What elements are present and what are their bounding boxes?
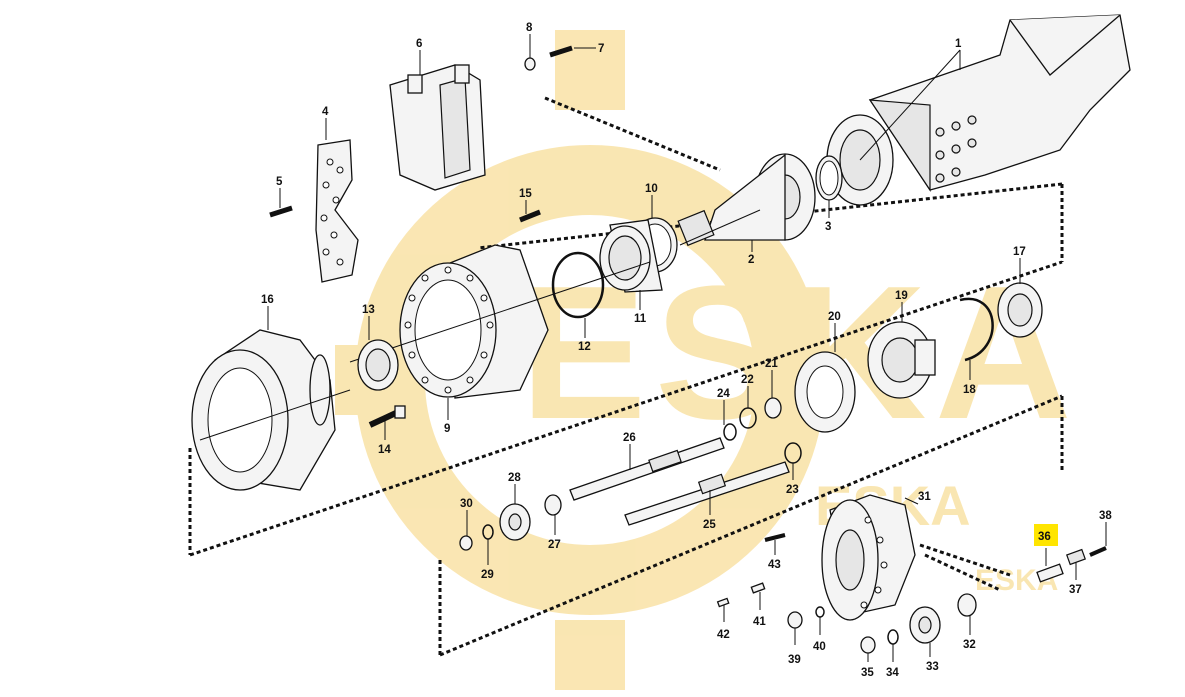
- callout-5[interactable]: 5: [276, 176, 283, 188]
- planet-carrier-cover: [821, 494, 916, 621]
- callout-42[interactable]: 42: [717, 629, 730, 641]
- callout-43[interactable]: 43: [768, 559, 781, 571]
- callout-40[interactable]: 40: [813, 641, 826, 653]
- callout-16[interactable]: 16: [261, 294, 274, 306]
- callout-6[interactable]: 6: [416, 38, 422, 50]
- callout-13[interactable]: 13: [362, 304, 375, 316]
- plug-and-pins: [716, 533, 825, 629]
- thrust-washers: [723, 397, 802, 464]
- callout-35[interactable]: 35: [861, 667, 874, 679]
- callout-33[interactable]: 33: [926, 661, 939, 673]
- callout-19[interactable]: 19: [895, 290, 908, 302]
- brake-caliper: [389, 64, 486, 191]
- callout-10[interactable]: 10: [645, 183, 658, 195]
- planetary-bearing: [997, 282, 1043, 338]
- callout-8[interactable]: 8: [526, 22, 533, 34]
- callout-41[interactable]: 41: [753, 616, 766, 628]
- callout-28[interactable]: 28: [508, 472, 521, 484]
- callout-22[interactable]: 22: [741, 374, 754, 386]
- callout-37[interactable]: 37: [1069, 584, 1082, 596]
- callout-2[interactable]: 2: [748, 254, 754, 266]
- snap-ring: [551, 251, 605, 319]
- callout-3[interactable]: 3: [825, 221, 831, 233]
- spindle: [677, 153, 816, 247]
- bracket-plate: [315, 139, 359, 283]
- callout-25[interactable]: 25: [703, 519, 716, 531]
- callout-34[interactable]: 34: [886, 667, 899, 679]
- callout-29[interactable]: 29: [481, 569, 494, 581]
- callout-1[interactable]: 1: [955, 38, 962, 50]
- callout-20[interactable]: 20: [828, 311, 841, 323]
- planet-gear-set-left: [459, 494, 562, 551]
- bolt: [368, 405, 406, 428]
- callout-group: 1 2 3 4 5 6 7 8 9 10 11 12 13: [261, 22, 1112, 679]
- callout-4[interactable]: 4: [322, 106, 329, 118]
- callout-31[interactable]: 31: [918, 491, 931, 503]
- callout-24[interactable]: 24: [717, 388, 730, 400]
- callout-14[interactable]: 14: [378, 444, 391, 456]
- axle-shaft-upper: [569, 437, 725, 501]
- callout-highlight: [1034, 524, 1058, 546]
- callout-17[interactable]: 17: [1013, 246, 1026, 258]
- callout-30[interactable]: 30: [460, 498, 473, 510]
- o-ring: [815, 155, 843, 201]
- callout-38[interactable]: 38: [1099, 510, 1112, 522]
- screw: [269, 205, 293, 218]
- axle-housing: [826, 14, 1131, 206]
- callout-11[interactable]: 11: [634, 313, 647, 325]
- planet-gear-set-right: [860, 593, 977, 654]
- watermark-text: ESKA: [520, 247, 1080, 459]
- assembly-boundary-lines: [188, 96, 1064, 657]
- ring-gear: [794, 351, 856, 433]
- gear-carrier: [867, 321, 936, 399]
- callout-23[interactable]: 23: [786, 484, 799, 496]
- callout-36[interactable]: 36: [1038, 531, 1051, 543]
- retaining-ring: [959, 297, 994, 362]
- callout-18[interactable]: 18: [963, 384, 976, 396]
- callout-27[interactable]: 27: [548, 539, 561, 551]
- callout-32[interactable]: 32: [963, 639, 976, 651]
- callout-26[interactable]: 26: [623, 432, 636, 444]
- axle-shaft-lower: [624, 461, 790, 526]
- bolt-small: [519, 209, 541, 223]
- wheel-hub: [191, 329, 351, 491]
- callout-21[interactable]: 21: [765, 358, 778, 370]
- callout-39[interactable]: 39: [788, 654, 801, 666]
- pin-and-plate: [1036, 546, 1107, 583]
- bearing: [357, 339, 399, 391]
- callout-7[interactable]: 7: [598, 43, 604, 55]
- brake-disc: [349, 244, 651, 399]
- callout-12[interactable]: 12: [578, 341, 591, 353]
- callout-15[interactable]: 15: [519, 188, 532, 200]
- callout-9[interactable]: 9: [444, 423, 450, 435]
